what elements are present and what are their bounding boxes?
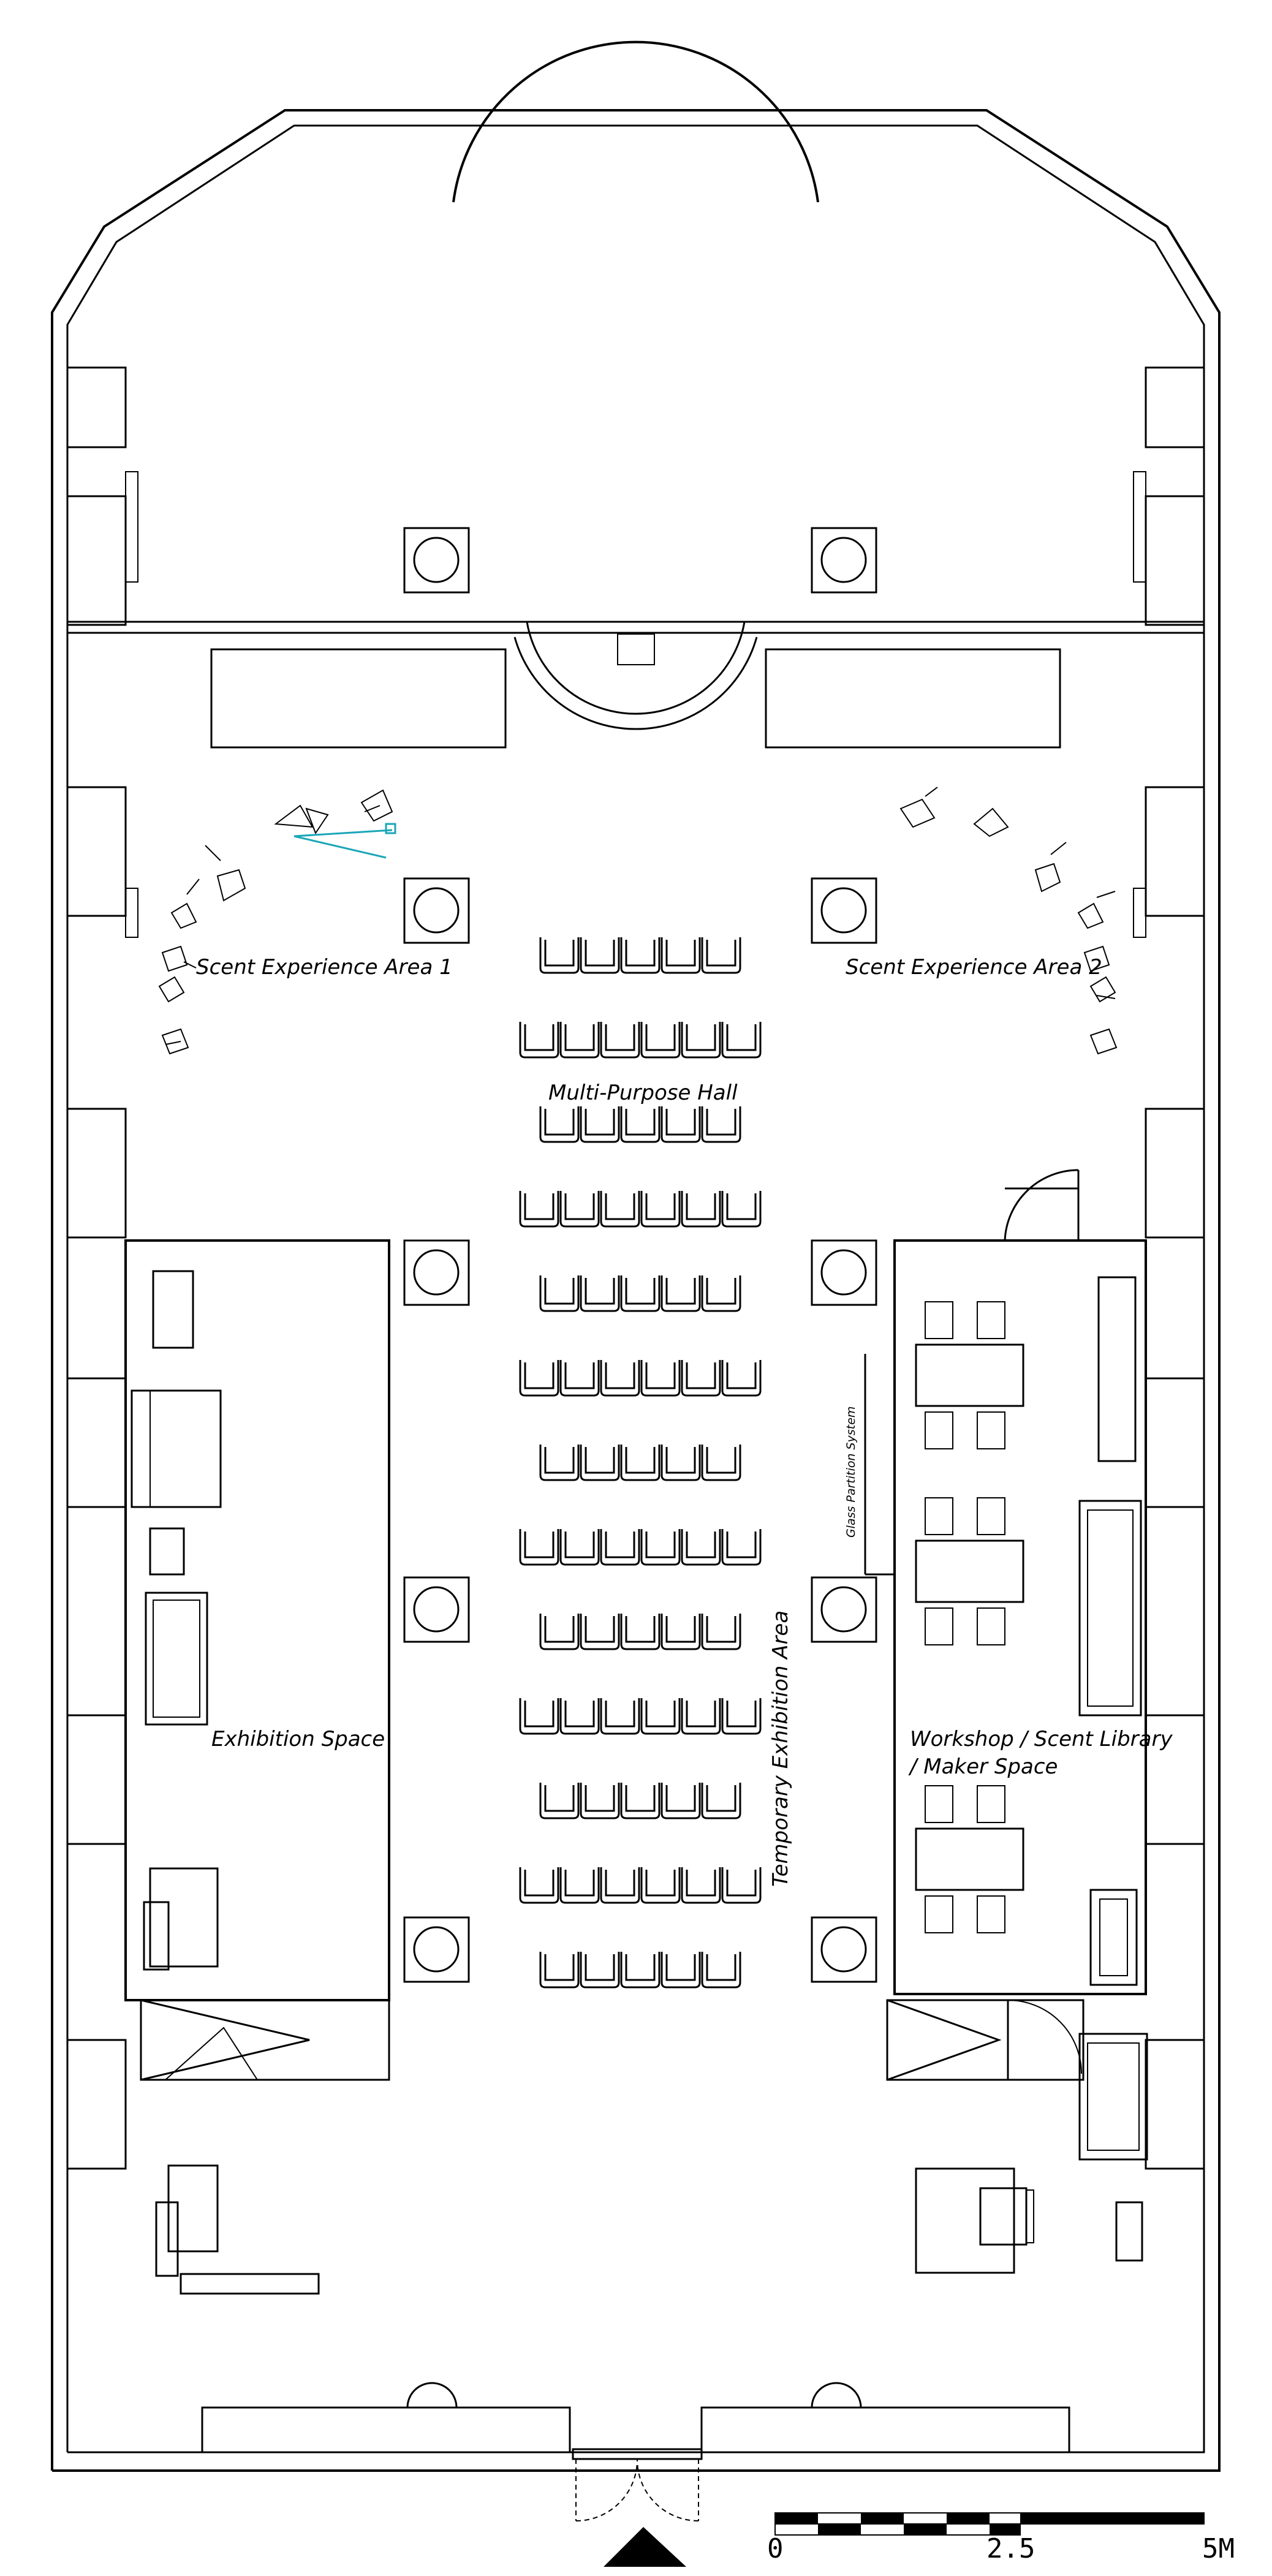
seat <box>640 1360 681 1397</box>
seat <box>559 1022 600 1059</box>
seat <box>661 1783 701 1819</box>
seat <box>701 1275 741 1312</box>
seat <box>701 1445 741 1481</box>
seat <box>620 1952 661 1989</box>
seat <box>580 1445 620 1481</box>
building-outline <box>51 40 1221 2472</box>
seat <box>580 1783 620 1819</box>
seat <box>640 1867 681 1904</box>
plant-sketches <box>158 787 1118 1055</box>
seat <box>681 1698 721 1735</box>
seat <box>519 1022 559 1059</box>
seat <box>620 1106 661 1143</box>
seat <box>600 1191 640 1228</box>
seat <box>600 1360 640 1397</box>
seat <box>600 1698 640 1735</box>
seat <box>701 1783 741 1819</box>
seat <box>701 937 741 974</box>
seat <box>539 1445 580 1481</box>
label-glass-partition-system: Glass Partition System <box>844 1407 858 1538</box>
label-multi-purpose-hall: Multi-Purpose Hall <box>548 1081 738 1105</box>
seat <box>620 1445 661 1481</box>
seat <box>661 1445 701 1481</box>
seat <box>661 1106 701 1143</box>
seat <box>600 1529 640 1566</box>
entrance-doors <box>572 2448 703 2521</box>
seat <box>640 1698 681 1735</box>
seat <box>539 1106 580 1143</box>
seat <box>559 1698 600 1735</box>
seat <box>580 1614 620 1650</box>
seat <box>721 1698 762 1735</box>
label-scent-area-1: Scent Experience Area 1 <box>196 955 453 980</box>
seat <box>600 1022 640 1059</box>
seat <box>640 1529 681 1566</box>
seat <box>519 1360 559 1397</box>
seat <box>661 937 701 974</box>
seat <box>721 1191 762 1228</box>
scale-label-5m: 5M <box>1202 2533 1235 2564</box>
seat <box>661 1275 701 1312</box>
scale-label-2-5: 2.5 <box>986 2533 1035 2564</box>
seat <box>519 1191 559 1228</box>
seat <box>580 1275 620 1312</box>
seat <box>620 1275 661 1312</box>
seat <box>519 1529 559 1566</box>
seat <box>539 1614 580 1650</box>
label-temporary-exhibition-area: Temporary Exhibition Area <box>768 1611 793 1887</box>
seat <box>721 1360 762 1397</box>
seat <box>661 1952 701 1989</box>
seat <box>681 1529 721 1566</box>
seat <box>681 1191 721 1228</box>
north-arrow-icon <box>604 2527 686 2567</box>
seat <box>681 1360 721 1397</box>
label-workshop-line1: Workshop / Scent Library <box>910 1727 1173 1751</box>
seat <box>620 1783 661 1819</box>
seating-area <box>519 937 762 1989</box>
seat <box>701 1952 741 1989</box>
seat <box>600 1867 640 1904</box>
seat <box>640 1191 681 1228</box>
label-scent-area-2: Scent Experience Area 2 <box>846 955 1102 980</box>
structural-columns <box>403 527 877 1983</box>
seat <box>661 1614 701 1650</box>
seat <box>580 937 620 974</box>
seat <box>580 1952 620 1989</box>
seat <box>701 1614 741 1650</box>
seat <box>539 1783 580 1819</box>
seat <box>580 1106 620 1143</box>
seat <box>620 937 661 974</box>
seat <box>681 1022 721 1059</box>
seat <box>559 1191 600 1228</box>
seat <box>559 1529 600 1566</box>
seat <box>721 1867 762 1904</box>
exhibition-space-block <box>124 1239 390 2295</box>
seat <box>701 1106 741 1143</box>
seat <box>721 1529 762 1566</box>
seat <box>640 1022 681 1059</box>
label-workshop-line2: / Maker Space <box>908 1754 1058 1779</box>
seat <box>539 937 580 974</box>
seat <box>519 1698 559 1735</box>
seat <box>539 1275 580 1312</box>
workshop-block <box>864 1169 1148 2274</box>
seat <box>519 1867 559 1904</box>
seat <box>681 1867 721 1904</box>
seat <box>721 1022 762 1059</box>
seat <box>620 1614 661 1650</box>
label-exhibition-space: Exhibition Space <box>211 1727 385 1751</box>
scale-label-0: 0 <box>767 2533 784 2564</box>
seat <box>559 1360 600 1397</box>
scale-bar: 0 2.5 5M <box>767 2512 1235 2564</box>
seat <box>559 1867 600 1904</box>
seat <box>539 1952 580 1989</box>
